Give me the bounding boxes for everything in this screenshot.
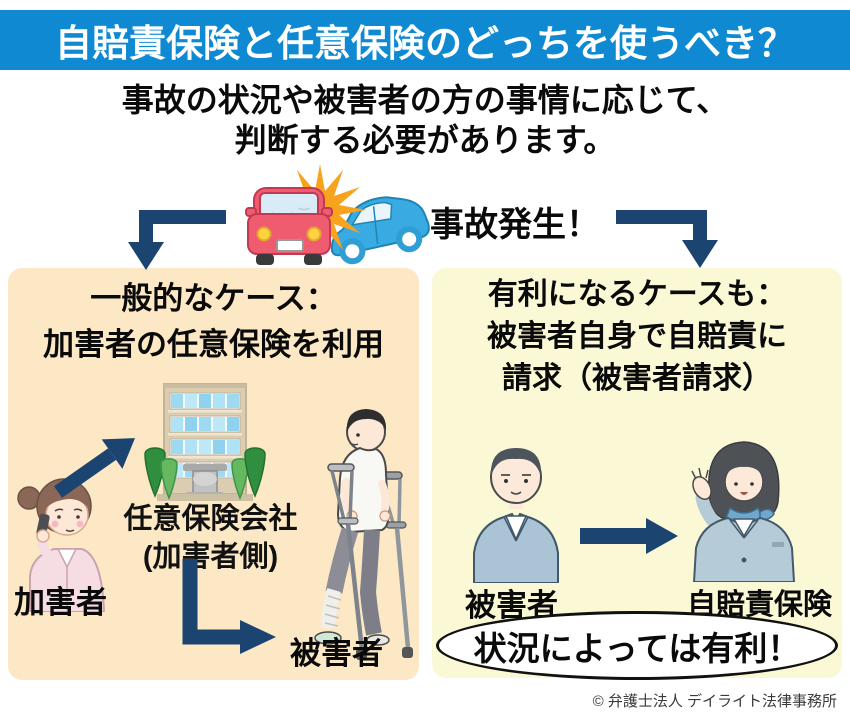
right-panel-title: 有利になるケースも： 被害者自身で自賠責に 請求（被害者請求）: [432, 274, 842, 400]
left-title-line-1: 一般的なケース：: [90, 281, 337, 316]
injured-victim-illustration: [314, 409, 413, 660]
company-label-line-2: (加害者側): [142, 541, 279, 573]
company-label-line-1: 任意保険会社: [123, 503, 298, 535]
left-case-panel: 一般的なケース： 加害者の任意保険を利用: [8, 268, 419, 680]
intro-line-1: 事故の状況や被害者の方の事情に応じて、: [121, 82, 729, 118]
gesturing-hand: [692, 476, 712, 500]
insurance-staff-illustration: [691, 441, 796, 582]
insurance-company-label: 任意保険会社 (加害者側): [103, 500, 318, 576]
tree-icon: [144, 447, 266, 500]
copyright-text: © 弁護士法人 デイライト法律事務所: [592, 693, 837, 710]
arrow-to-left-panel: [139, 210, 226, 242]
highlight-badge-text: 状況によっては有利！: [473, 629, 801, 667]
car-crash-icon: [245, 164, 430, 265]
perpetrator-on-phone-illustration: [17, 478, 106, 612]
right-title-line-1: 有利になるケースも：: [487, 278, 787, 311]
intro-line-2: 判断する必要があります。: [234, 122, 616, 158]
perpetrator-label: 加害者: [14, 585, 107, 620]
page-title: 自賠責保険と任意保険のどっちを使うべき？: [55, 23, 795, 64]
intro-text: 事故の状況や被害者の方の事情に応じて、 判断する必要があります。: [0, 80, 850, 160]
victim-man-illustration: [473, 448, 559, 583]
bandage: [321, 588, 341, 629]
right-title-line-3: 請求（被害者請求）: [502, 362, 772, 395]
left-victim-label: 被害者: [290, 636, 383, 671]
insurance-company-building-icon: [144, 383, 266, 501]
accident-label: 事故発生！: [430, 206, 600, 244]
header-banner: 自賠責保険と任意保険のどっちを使うべき？: [0, 10, 850, 70]
arrow-to-right-panel: [616, 210, 707, 240]
right-case-panel: 有利になるケースも： 被害者自身で自賠責に 請求（被害者請求） 被害者: [432, 268, 842, 678]
left-title-line-2: 加害者の任意保険を利用: [43, 327, 384, 362]
left-panel-title: 一般的なケース： 加害者の任意保険を利用: [8, 276, 419, 368]
right-title-line-2: 被害者自身で自賠責に: [487, 320, 787, 353]
highlight-badge: 状況によっては有利！: [436, 611, 838, 680]
red-car-icon: [245, 187, 333, 265]
